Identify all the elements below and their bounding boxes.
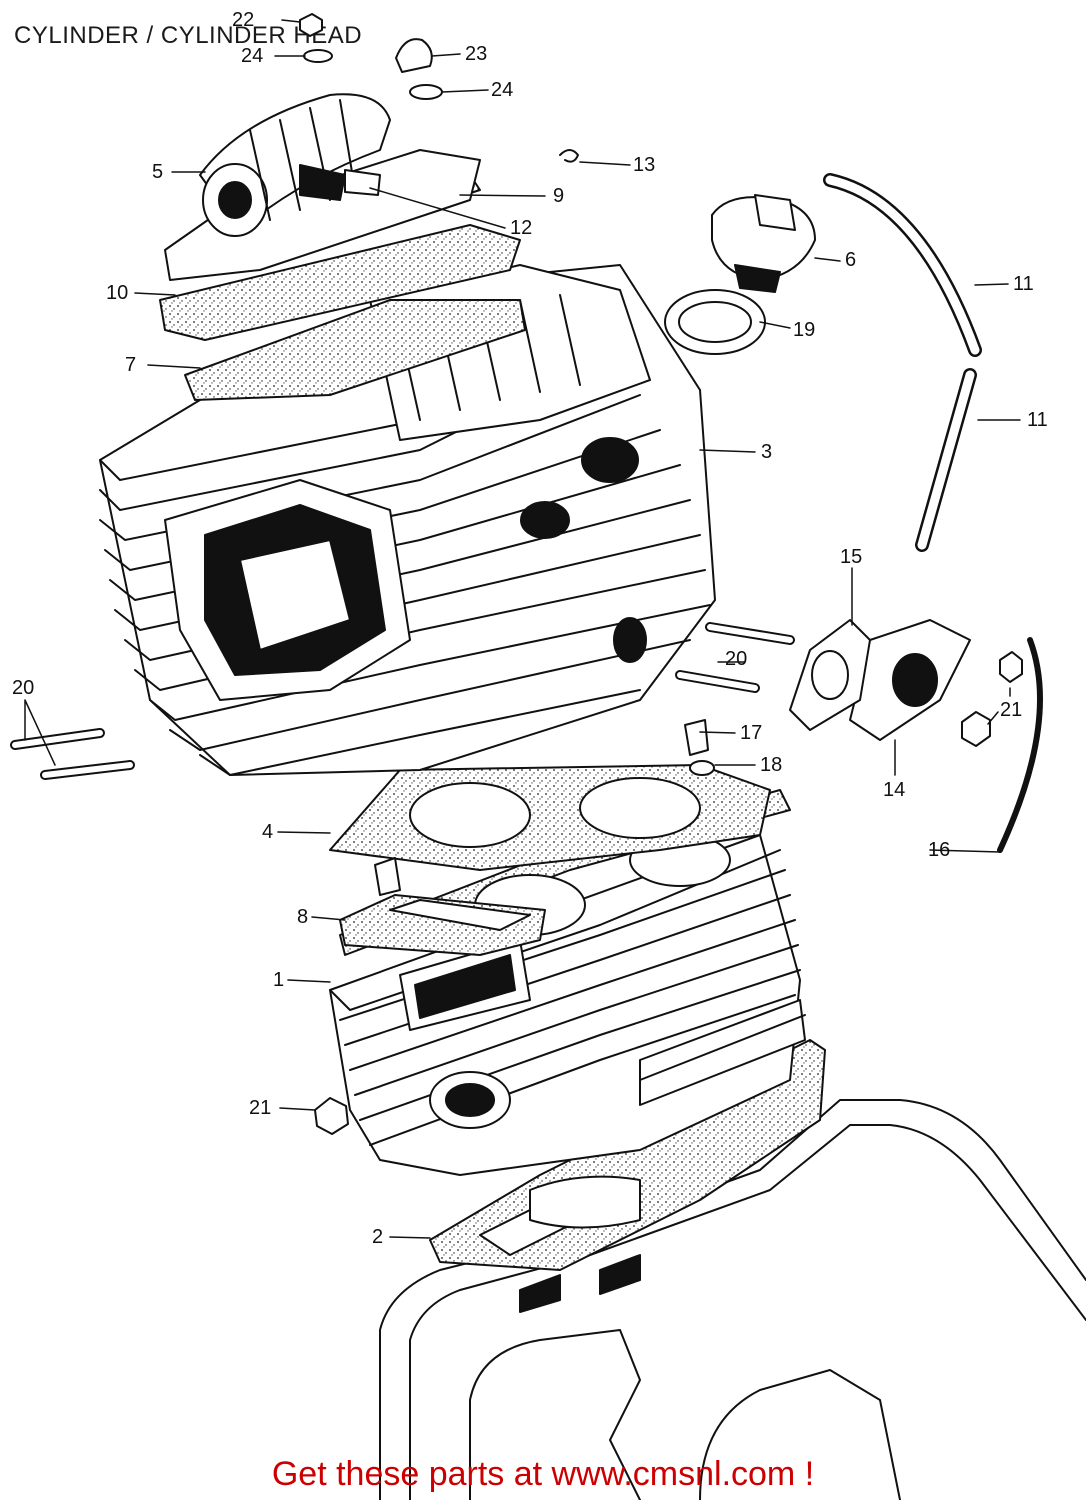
callout-20-right: 20 bbox=[725, 648, 748, 670]
insulator-14 bbox=[849, 619, 971, 741]
callout-6: 6 bbox=[845, 249, 857, 271]
head-gasket bbox=[329, 764, 771, 871]
nut-21-lower bbox=[314, 1097, 349, 1135]
callout-24-left: 24 bbox=[241, 45, 264, 67]
dowel-17 bbox=[684, 719, 709, 756]
washer-24-right bbox=[409, 84, 443, 100]
callout-21-lower: 21 bbox=[249, 1097, 272, 1119]
callout-20-left: 20 bbox=[12, 677, 35, 699]
callout-22: 22 bbox=[232, 9, 255, 31]
callout-14: 14 bbox=[883, 779, 906, 801]
gasket-7 bbox=[184, 299, 526, 401]
callout-15: 15 bbox=[840, 546, 863, 568]
callout-11-lower: 11 bbox=[1027, 409, 1048, 431]
oil-filler-cap bbox=[711, 194, 816, 293]
callout-12: 12 bbox=[510, 217, 533, 239]
callout-10: 10 bbox=[106, 282, 129, 304]
callout-4: 4 bbox=[262, 821, 274, 843]
gasket-15 bbox=[789, 619, 871, 731]
leader-lines bbox=[24, 19, 1021, 1239]
callout-13: 13 bbox=[633, 154, 656, 176]
gasket-10 bbox=[159, 224, 521, 341]
o-ring-18 bbox=[689, 760, 715, 776]
callout-3: 3 bbox=[761, 441, 773, 463]
callout-11-upper: 11 bbox=[1013, 273, 1034, 295]
callout-1: 1 bbox=[273, 969, 285, 991]
acorn-nut-23 bbox=[395, 38, 433, 73]
callout-21-right: 21 bbox=[1000, 699, 1023, 721]
callout-24-right: 24 bbox=[491, 79, 514, 101]
washer-24-left bbox=[303, 49, 333, 63]
callout-8: 8 bbox=[297, 906, 309, 928]
callout-18: 18 bbox=[760, 754, 783, 776]
nut-21-right-lower bbox=[961, 711, 991, 747]
hose-16 bbox=[997, 637, 1043, 853]
callout-19: 19 bbox=[793, 319, 816, 341]
callout-9: 9 bbox=[553, 185, 565, 207]
nut-21-right-upper bbox=[999, 651, 1023, 683]
callout-17: 17 bbox=[740, 722, 763, 744]
cam-cover bbox=[164, 93, 481, 281]
callout-7: 7 bbox=[125, 354, 137, 376]
callout-5: 5 bbox=[152, 161, 164, 183]
callout-2: 2 bbox=[372, 1226, 384, 1248]
clip-13 bbox=[559, 149, 579, 163]
crankcase-outline bbox=[379, 1099, 1086, 1500]
callout-16: 16 bbox=[928, 839, 951, 861]
footer-promo-link[interactable]: Get these parts at www.cmsnl.com ! bbox=[271, 1455, 815, 1493]
nut-22 bbox=[299, 13, 323, 37]
callout-23: 23 bbox=[465, 43, 488, 65]
